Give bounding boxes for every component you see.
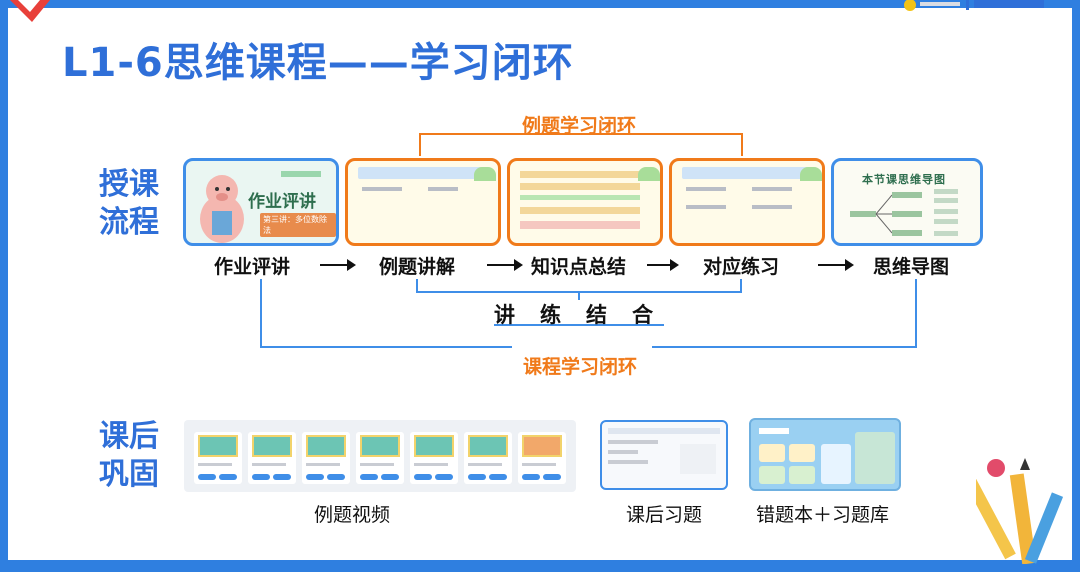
video-thumbnail[interactable]	[410, 432, 458, 484]
teaching-flow-label-line1: 授课	[99, 167, 159, 202]
after-class-label-line1: 课后	[99, 419, 159, 454]
wb-tile	[789, 444, 815, 462]
example-explain-card-header	[358, 167, 490, 179]
video-thumbnail[interactable]	[464, 432, 512, 484]
wb-tile	[855, 432, 895, 484]
homework-exercise-label: 课后习题	[626, 504, 703, 526]
step-example-explain: 例题讲解	[379, 256, 456, 278]
wb-tile	[759, 444, 785, 462]
knowledge-summary-card-row	[520, 221, 640, 229]
step-knowledge-summary: 知识点总结	[531, 256, 627, 278]
wrong-question-book-label: 错题本＋习题库	[756, 504, 890, 526]
video-thumbnail[interactable]	[356, 432, 404, 484]
practice-card-line	[686, 205, 726, 209]
teaching-flow-label: 授课 流程	[94, 166, 164, 242]
wb-tile	[759, 466, 785, 484]
step-homework-review: 作业评讲	[214, 256, 291, 278]
homework-review-card-title: 作业评讲	[248, 192, 316, 212]
rainbow-icon	[638, 167, 660, 181]
pencils-decoration-icon	[976, 458, 1064, 564]
homework-review-card-subtitle: 第三讲：多位数除法	[260, 213, 336, 237]
frame-top-border	[0, 0, 1080, 8]
wb-row	[759, 428, 789, 434]
pig-teacher-illustration-icon	[200, 171, 321, 243]
rainbow-icon	[474, 167, 496, 181]
arrow-right-icon	[818, 259, 854, 271]
example-video-thumbnails	[184, 420, 576, 492]
practice-card-line	[752, 187, 792, 191]
example-video-label: 例题视频	[314, 504, 391, 526]
homework-screenshot-row	[608, 460, 648, 464]
arrow-right-icon	[487, 259, 523, 271]
knowledge-summary-card	[507, 158, 663, 246]
frame-left-border	[0, 0, 8, 572]
wb-tile	[821, 444, 851, 484]
step-practice: 对应练习	[703, 256, 780, 278]
frame-bottom-border	[0, 560, 1080, 572]
combine-teaching-practice-label: 讲练结合	[494, 303, 678, 327]
page-title: L1-6思维课程——学习闭环	[62, 40, 574, 86]
wrong-question-book-screenshot[interactable]	[749, 418, 901, 491]
knowledge-summary-card-row	[520, 195, 640, 200]
example-loop-label: 例题学习闭环	[522, 115, 637, 137]
video-thumbnail[interactable]	[302, 432, 350, 484]
mind-map-card-title: 本节课思维导图	[862, 173, 946, 186]
practice-card-line	[752, 205, 792, 209]
example-explain-card-line	[362, 187, 402, 191]
homework-screenshot-row	[608, 440, 658, 444]
practice-card	[669, 158, 825, 246]
practice-card-header	[682, 167, 814, 179]
mind-map-card: 本节课思维导图	[831, 158, 983, 246]
practice-card-line	[686, 187, 726, 191]
homework-screenshot-row	[608, 450, 638, 454]
knowledge-summary-card-row	[520, 183, 640, 190]
homework-review-card: 作业评讲 第三讲：多位数除法	[183, 158, 339, 246]
rainbow-icon	[800, 167, 822, 181]
video-thumbnail[interactable]	[248, 432, 296, 484]
after-class-label-line2: 巩固	[99, 457, 159, 492]
teaching-flow-label-line2: 流程	[99, 205, 159, 240]
homework-exercise-screenshot[interactable]	[600, 420, 728, 490]
knowledge-summary-card-row	[520, 171, 640, 178]
wb-tile	[789, 466, 815, 484]
arrow-right-icon	[320, 259, 356, 271]
course-loop-label: 课程学习闭环	[523, 356, 638, 378]
brand-logo-icon	[904, 0, 1044, 11]
step-mind-map: 思维导图	[873, 256, 950, 278]
example-explain-card	[345, 158, 501, 246]
homework-screenshot-panel	[680, 444, 716, 474]
example-explain-card-line	[428, 187, 458, 191]
corner-decoration-icon	[10, 0, 50, 22]
video-thumbnail[interactable]	[518, 432, 566, 484]
video-thumbnail[interactable]	[194, 432, 242, 484]
after-class-label: 课后 巩固	[94, 418, 164, 494]
arrow-right-icon	[647, 259, 679, 271]
knowledge-summary-card-row	[520, 207, 640, 214]
mind-map-diagram-icon	[850, 189, 958, 236]
frame-right-border	[1072, 0, 1080, 572]
homework-screenshot-row	[608, 428, 720, 434]
